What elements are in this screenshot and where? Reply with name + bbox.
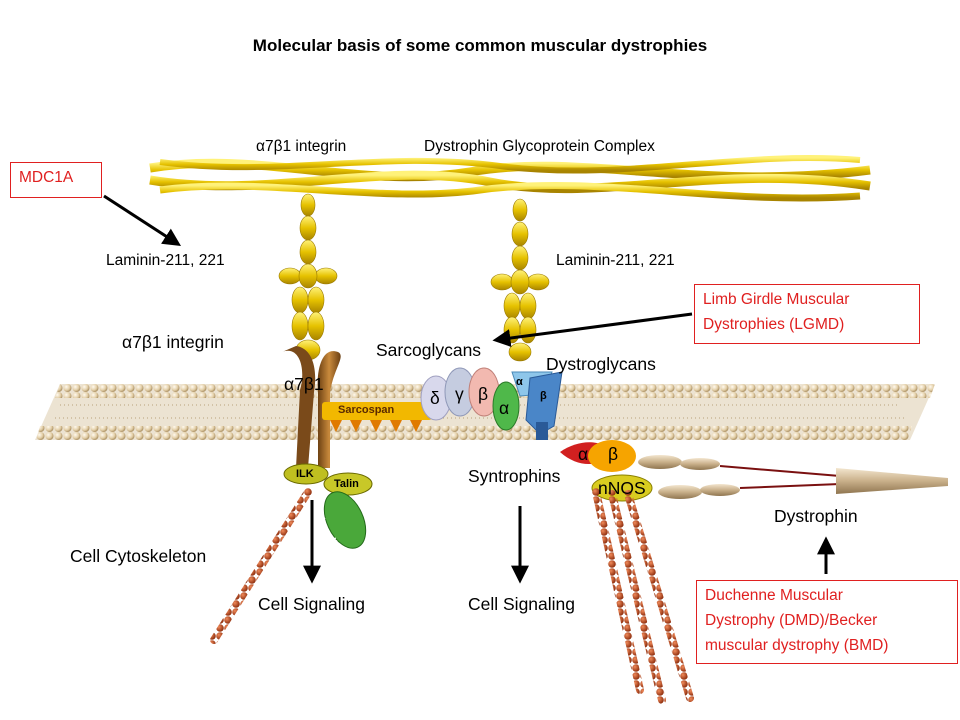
lgmd-line-2: Dystrophies (LGMD) — [703, 316, 845, 333]
sarcospan-label: Sarcospan — [338, 404, 395, 416]
synt-alpha-label: α — [578, 444, 589, 464]
nnos-label: nNOS — [598, 478, 646, 498]
sg-gamma-label: γ — [455, 384, 464, 404]
laminin-right-label: Laminin-211, 221 — [556, 252, 675, 269]
dmd-line-3: muscular dystrophy (BMD) — [705, 637, 889, 654]
syntrophin-shapes — [560, 440, 653, 502]
arrows — [103, 194, 835, 584]
dgc-label: Dystrophin Glycoprotein Complex — [424, 138, 655, 155]
laminin-left-label: Laminin-211, 221 — [106, 252, 225, 269]
sg-beta-label: β — [478, 384, 489, 404]
dg-beta-label: β — [540, 390, 547, 402]
dystroglycan-shapes — [511, 371, 563, 440]
cytoskeleton-label: Cell Cytoskeleton — [70, 546, 207, 566]
ilk-label: ILK — [296, 468, 314, 480]
sarcoglycan-shapes — [420, 367, 520, 431]
lgmd-line-1: Limb Girdle Muscular — [703, 291, 850, 308]
dmd-line-1: Duchenne Muscular — [705, 587, 843, 604]
actin-filaments — [210, 488, 694, 704]
laminin-cross-left — [278, 193, 338, 361]
laminin-fibres — [149, 155, 871, 202]
lgmd-box: Limb Girdle Muscular Dystrophies (LGMD) — [694, 284, 920, 344]
dmd-bmd-box: Duchenne Muscular Dystrophy (DMD)/Becker… — [696, 580, 958, 664]
dystrophin-rods — [638, 455, 948, 499]
laminin-cross-right — [490, 198, 550, 362]
integrin-membrane-label: α7β1 — [284, 374, 324, 394]
signaling-left-label: Cell Signaling — [258, 594, 366, 614]
integrin-top-label: α7β1 integrin — [256, 138, 347, 155]
sg-delta-label: δ — [430, 388, 440, 408]
dmd-line-2: Dystrophy (DMD)/Becker — [705, 612, 878, 629]
page-title: Molecular basis of some common muscular … — [252, 36, 708, 55]
dystroglycans-label: Dystroglycans — [546, 354, 656, 374]
sarcoglycans-label: Sarcoglycans — [376, 340, 482, 360]
synt-beta-label: β — [608, 444, 619, 464]
dystrophin-label: Dystrophin — [774, 506, 858, 526]
sarcospan-bar — [322, 402, 432, 432]
mdc1a-box: MDC1A — [10, 162, 102, 198]
focal-adhesion-proteins — [283, 463, 373, 549]
integrin-side-label: α7β1 integrin — [122, 332, 224, 352]
dg-alpha-label: α — [516, 376, 523, 388]
syntrophins-label: Syntrophins — [468, 466, 561, 486]
sg-alpha-label: α — [499, 398, 510, 418]
signaling-right-label: Cell Signaling — [468, 594, 576, 614]
mdc1a-text: MDC1A — [19, 169, 74, 186]
talin-label: Talin — [334, 478, 359, 490]
